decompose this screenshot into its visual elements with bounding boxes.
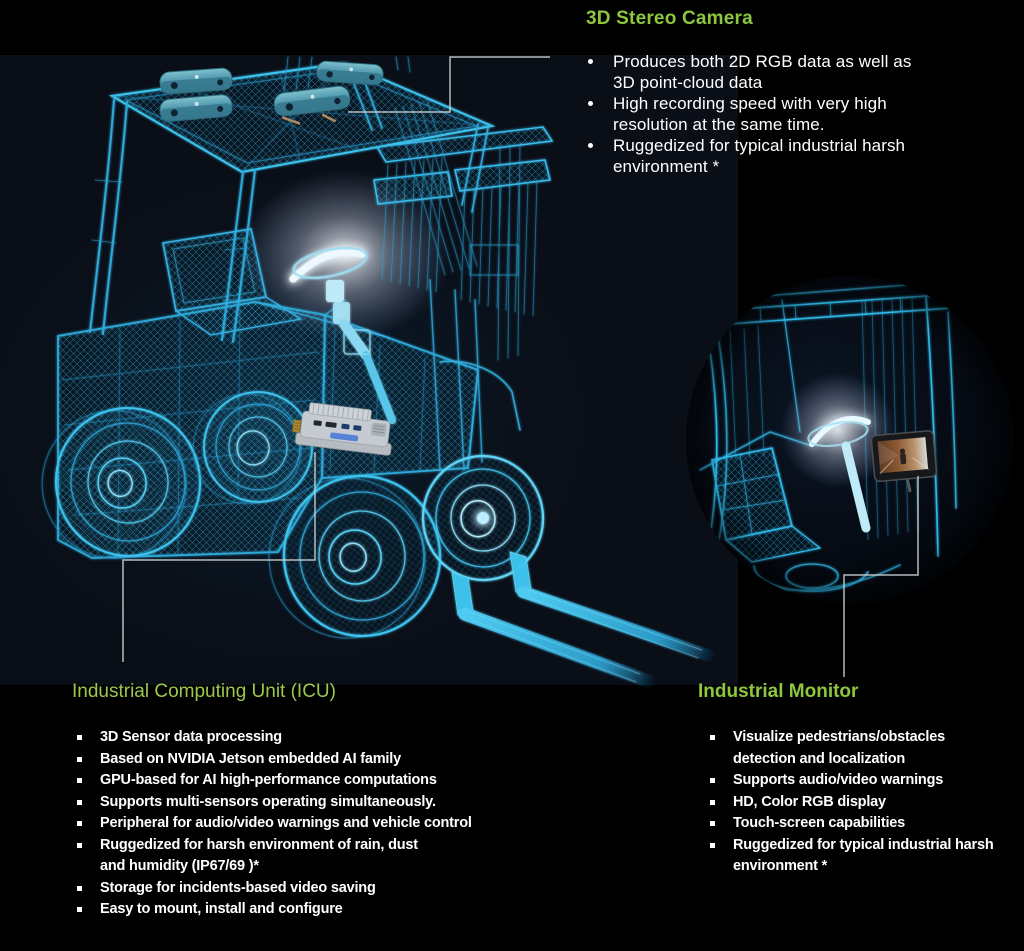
stereo-camera-title: 3D Stereo Camera [586, 8, 753, 29]
bullet-text: Storage for incidents-based video saving [100, 879, 376, 896]
list-item: Ruggedized for typical industrial harsh … [586, 135, 1006, 177]
bullet-text: Supports audio/video warnings [733, 772, 944, 788]
bullet-text: GPU-based for AI high-performance comput… [100, 772, 437, 788]
icu-title: Industrial Computing Unit (ICU) [72, 681, 336, 702]
icu-section: Industrial Computing Unit (ICU) 3D Senso… [72, 681, 562, 921]
list-item: HD, Color RGB display [698, 792, 998, 814]
stereo-camera-bullet-list: Produces both 2D RGB data as well as 3D … [586, 51, 1006, 177]
bullet-square-icon [710, 735, 715, 740]
list-item: Peripheral for audio/video warnings and … [72, 813, 562, 835]
connector-line-monitor [843, 476, 919, 677]
wheel-front-far [421, 454, 545, 582]
stereo-camera-icon [316, 60, 384, 86]
bullet-text: Ruggedized for harsh environment of rain… [100, 836, 418, 875]
stereo-camera-icons [159, 60, 384, 125]
forklift-icon [41, 56, 716, 688]
list-item: 3D Sensor data processing [72, 727, 562, 749]
icu-bullet-list: 3D Sensor data processing Based on NVIDI… [72, 727, 562, 921]
bullet-text: Ruggedized for typical industrial harsh … [733, 836, 994, 875]
bullet-square-icon [77, 842, 82, 848]
list-item: Visualize pedestrians/obstacles detectio… [698, 727, 998, 770]
bullet-text: Touch-screen capabilities [733, 815, 906, 831]
stereo-camera-icon [159, 94, 233, 122]
bullet-text: HD, Color RGB display [733, 793, 886, 810]
list-item: Supports multi-sensors operating simulta… [72, 792, 562, 814]
bullet-square-icon [710, 778, 715, 783]
bullet-square-icon [77, 735, 82, 740]
bullet-text: Supports multi-sensors operating simulta… [100, 793, 436, 810]
mast-carriage [373, 99, 554, 471]
bullet-square-icon [77, 907, 82, 912]
bullet-square-icon [710, 821, 715, 826]
list-item: Supports audio/video warnings [698, 770, 998, 792]
bullet-text: Easy to mount, install and configure [100, 901, 343, 917]
list-item: Ruggedized for typical industrial harsh … [698, 835, 998, 878]
bullet-square-icon [77, 821, 82, 826]
list-item: Easy to mount, install and configure [72, 899, 562, 921]
stereo-camera-icon [273, 85, 351, 125]
bullet-dot-icon [588, 101, 593, 106]
list-item: Produces both 2D RGB data as well as 3D … [586, 51, 1006, 93]
bullet-square-icon [77, 756, 82, 762]
stereo-camera-section: 3D Stereo Camera Produces both 2D RGB da… [586, 8, 1006, 177]
connector-line-camera [348, 56, 550, 113]
list-item: GPU-based for AI high-performance comput… [72, 770, 562, 792]
stereo-camera-icon [159, 67, 233, 95]
list-item: High recording speed with very high reso… [586, 93, 1006, 135]
list-item: Storage for incidents-based video saving [72, 878, 562, 900]
monitor-title: Industrial Monitor [698, 681, 859, 702]
list-item: Touch-screen capabilities [698, 813, 998, 835]
monitor-bullet-list: Visualize pedestrians/obstacles detectio… [698, 727, 998, 878]
bullet-text: Visualize pedestrians/obstacles detectio… [733, 729, 945, 767]
bullet-square-icon [710, 799, 715, 805]
steering-wheel [289, 246, 396, 424]
bullet-text: Ruggedized for typical industrial harsh … [613, 136, 906, 176]
connector-line-icu [122, 452, 316, 662]
bullet-square-icon [710, 842, 715, 848]
bullet-square-icon [77, 778, 82, 783]
list-item: Based on NVIDIA Jetson embedded AI famil… [72, 749, 562, 771]
icu-device-icon [292, 402, 392, 456]
list-item: Ruggedized for harsh environment of rain… [72, 835, 562, 878]
bullet-text: High recording speed with very high reso… [613, 94, 887, 134]
bullet-text: Produces both 2D RGB data as well as 3D … [613, 52, 912, 92]
wheels [41, 391, 545, 639]
bullet-text: 3D Sensor data processing [100, 729, 282, 745]
bullet-text: Peripheral for audio/video warnings and … [100, 815, 472, 831]
bullet-dot-icon [588, 59, 593, 64]
wheel-rear-left [41, 407, 202, 559]
bullet-dot-icon [588, 143, 593, 148]
inset-circle-image [686, 276, 1014, 604]
bullet-text: Based on NVIDIA Jetson embedded AI famil… [100, 750, 401, 767]
wheel-rear-far [192, 391, 313, 505]
bullet-square-icon [77, 799, 82, 805]
forks [451, 551, 716, 688]
wheel-front-near [268, 474, 442, 639]
bullet-square-icon [77, 885, 82, 891]
monitor-section: Industrial Monitor Visualize pedestrians… [698, 681, 998, 878]
